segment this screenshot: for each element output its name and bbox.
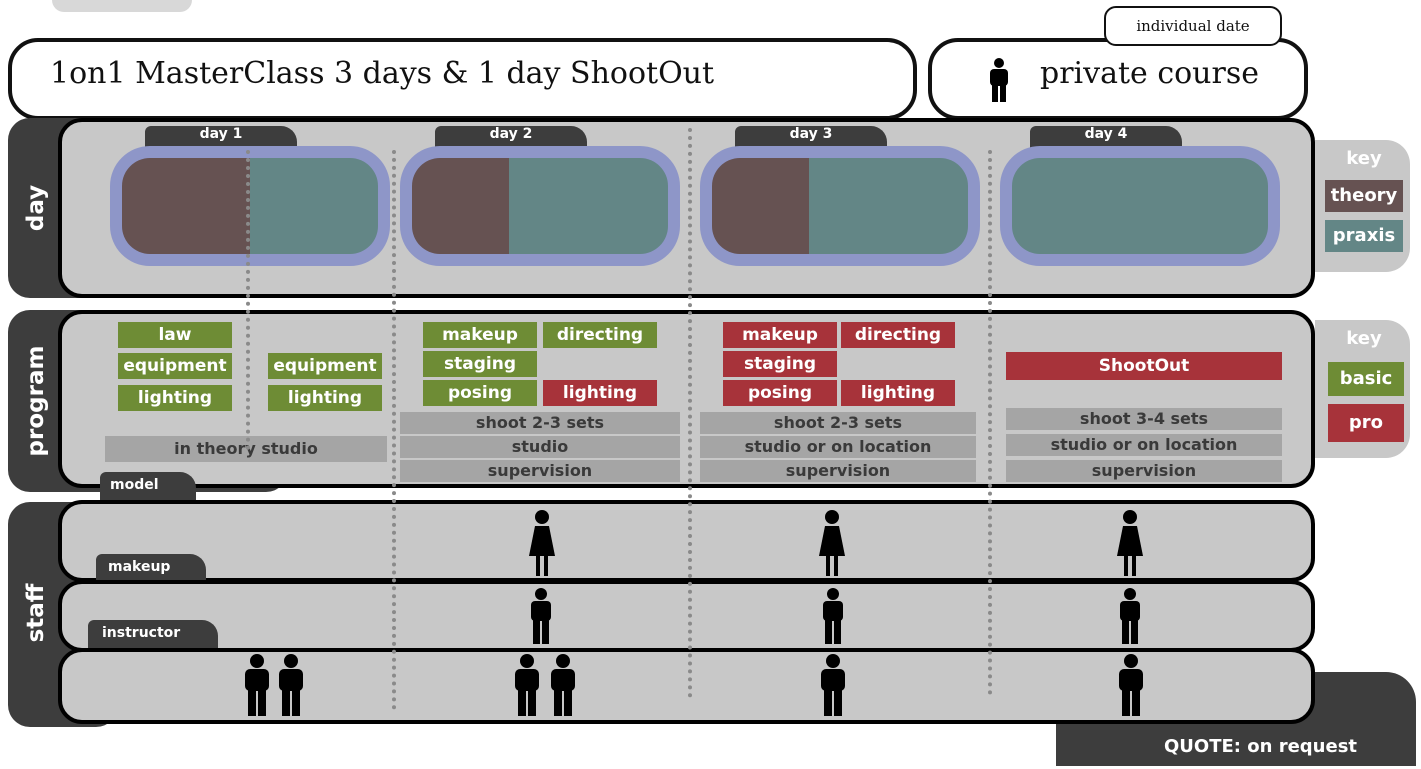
day-3-lighting: lighting	[841, 380, 955, 406]
day-1-lighting-theory: lighting	[118, 385, 232, 411]
day-3-schedule	[700, 146, 980, 266]
separator-dots-1	[392, 150, 396, 710]
makeup-artist-icon	[823, 588, 843, 644]
day-3-staging: staging	[723, 351, 837, 377]
staff-section-label: staff	[23, 583, 49, 643]
day-3-praxis	[809, 158, 968, 254]
day-3-supervision: supervision	[700, 460, 976, 482]
day-section-label: day	[23, 184, 49, 232]
makeup-tab: makeup	[96, 554, 206, 582]
day-4-shoot: shoot 3-4 sets	[1006, 408, 1282, 430]
instructor-tab: instructor	[88, 620, 218, 648]
day-1-lighting-praxis: lighting	[268, 385, 382, 411]
instructor-icon	[245, 654, 269, 716]
day-1-law: law	[118, 322, 232, 348]
day-2-posing: posing	[423, 380, 537, 406]
person-icon	[990, 58, 1008, 102]
day-4-praxis	[1012, 158, 1268, 254]
day-3-theory	[712, 158, 810, 254]
instructor-icon	[515, 654, 539, 716]
instructor-icon	[1119, 654, 1143, 716]
female-model-icon	[819, 510, 845, 576]
theory-key: theory	[1325, 180, 1403, 212]
pro-key: pro	[1328, 404, 1404, 442]
day-1-equipment-theory: equipment	[118, 353, 232, 379]
day-1-split-dots	[246, 150, 250, 450]
day-1-tab: day 1	[145, 126, 297, 148]
day-4-shootout: ShootOut	[1006, 352, 1282, 380]
day-4-schedule	[1000, 146, 1280, 266]
day-3-directing: directing	[841, 322, 955, 348]
day-2-lighting: lighting	[543, 380, 657, 406]
day-3-tab: day 3	[735, 126, 887, 148]
basic-key: basic	[1328, 362, 1404, 396]
private-course-label: private course	[1040, 56, 1259, 91]
model-tab: model	[100, 472, 196, 500]
praxis-key: praxis	[1325, 220, 1403, 252]
makeup-artist-icon	[531, 588, 551, 644]
quote-label: QUOTE: on request	[1164, 736, 1358, 757]
program-key-title: key	[1346, 328, 1382, 349]
day-3-posing: posing	[723, 380, 837, 406]
female-model-icon	[1117, 510, 1143, 576]
day-2-supervision: supervision	[400, 460, 680, 482]
logo	[52, 0, 192, 12]
day-3-location: studio or on location	[700, 436, 976, 458]
staff-makeup-row	[58, 580, 1315, 652]
day-1-equipment-praxis: equipment	[268, 353, 382, 379]
day-1-theory	[122, 158, 250, 254]
day-2-praxis	[509, 158, 668, 254]
day-2-directing: directing	[543, 322, 657, 348]
day-2-staging: staging	[423, 351, 537, 377]
separator-dots-3	[988, 150, 992, 695]
day-2-makeup: makeup	[423, 322, 537, 348]
separator-dots-2	[688, 128, 692, 698]
program-section-label: program	[23, 345, 49, 457]
day-2-shoot: shoot 2-3 sets	[400, 412, 680, 434]
day-3-shoot: shoot 2-3 sets	[700, 412, 976, 434]
day-1-schedule	[110, 146, 390, 266]
instructor-icon	[821, 654, 845, 716]
day-key-title: key	[1346, 148, 1382, 169]
day-4-supervision: supervision	[1006, 460, 1282, 482]
instructor-icon	[551, 654, 575, 716]
day-4-location: studio or on location	[1006, 434, 1282, 456]
individual-date-tab: individual date	[1104, 6, 1282, 46]
makeup-artist-icon	[1120, 588, 1140, 644]
day-2-tab: day 2	[435, 126, 587, 148]
day-2-schedule	[400, 146, 680, 266]
course-title: 1on1 MasterClass 3 days & 1 day ShootOut	[50, 56, 715, 91]
day-3-makeup: makeup	[723, 322, 837, 348]
day-2-location: studio	[400, 436, 680, 458]
day-2-theory	[412, 158, 510, 254]
female-model-icon	[529, 510, 555, 576]
day-1-praxis	[250, 158, 378, 254]
day-4-tab: day 4	[1030, 126, 1182, 148]
instructor-icon	[279, 654, 303, 716]
